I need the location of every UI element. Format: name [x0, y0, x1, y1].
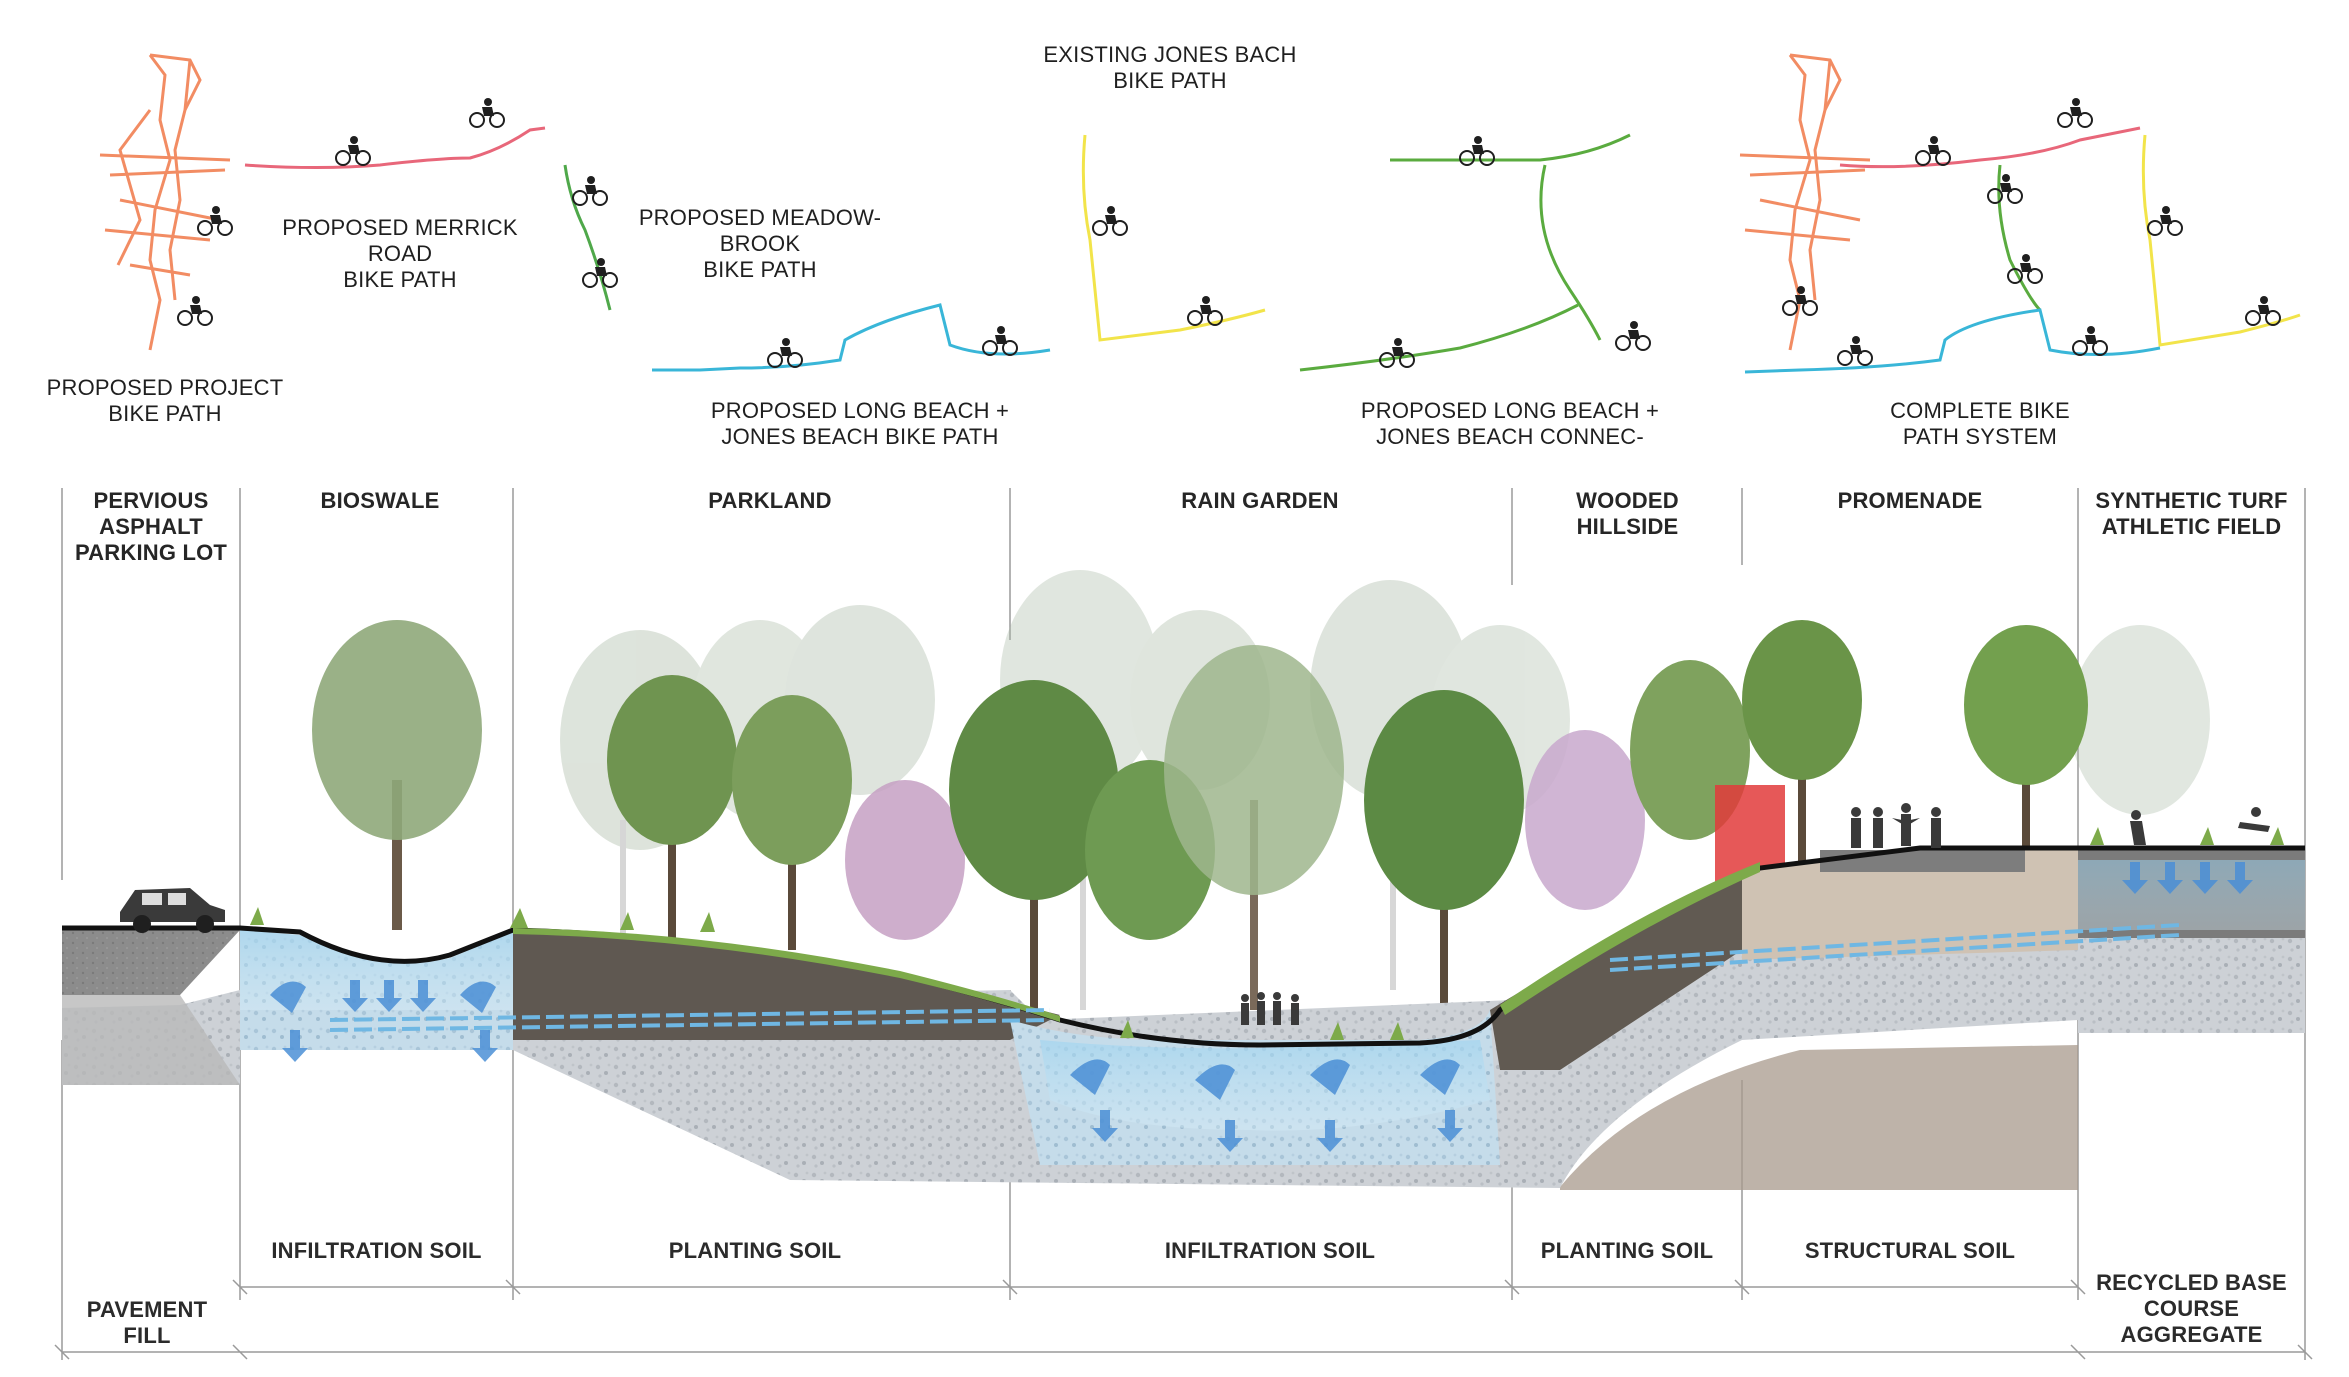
- zone-rain-garden: RAIN GARDEN: [1181, 488, 1339, 513]
- drainage-pipe: [329, 923, 2181, 1032]
- meadowbrook-bike-path: [563, 164, 612, 311]
- complete-bike-path-system: [1739, 53, 2301, 374]
- soil-planting-hillside: PLANTING SOIL: [1540, 1238, 1714, 1263]
- promenade-structural-soil: [1742, 848, 2078, 960]
- zone-bioswale: BIOSWALE: [320, 488, 440, 513]
- asphalt-layer: [62, 930, 240, 995]
- jones-existing-bike-path: [1081, 134, 1266, 342]
- infiltration-arrows: [270, 862, 2253, 1152]
- foreground-trees: [312, 620, 2088, 1010]
- soil-structural: STRUCTURAL SOIL: [1804, 1238, 2016, 1263]
- soil-planting-parkland: PLANTING SOIL: [668, 1238, 842, 1263]
- merrick-bike-path: [244, 126, 546, 169]
- pedestrian-icon: [1241, 803, 2270, 1025]
- grass: [250, 827, 2284, 1040]
- zone-parkland: PARKLAND: [708, 488, 832, 513]
- connector-top: [1389, 133, 1631, 162]
- bike-path-sketches: [99, 53, 2301, 374]
- soil-infiltration-bioswale: INFILTRATION SOIL: [271, 1238, 482, 1263]
- structural-soil-base: [1560, 1045, 2078, 1190]
- long-beach-bike-path: [652, 303, 1051, 372]
- project-bike-path: [99, 53, 231, 351]
- dimension-lines: [54, 1279, 2313, 1360]
- label-connector-bike-path: PROPOSED LONG BEACH +JONES BEACH CONNEC-: [1360, 398, 1660, 449]
- label-long-beach-bike-path: PROPOSED LONG BEACH +JONES BEACH BIKE PA…: [710, 398, 1010, 449]
- soil-infiltration-raingarden: INFILTRATION SOIL: [1164, 1238, 1376, 1263]
- car-icon: [120, 888, 225, 933]
- cyclist-icon: [177, 98, 2281, 368]
- zone-promenade: PROMENADE: [1837, 488, 1983, 513]
